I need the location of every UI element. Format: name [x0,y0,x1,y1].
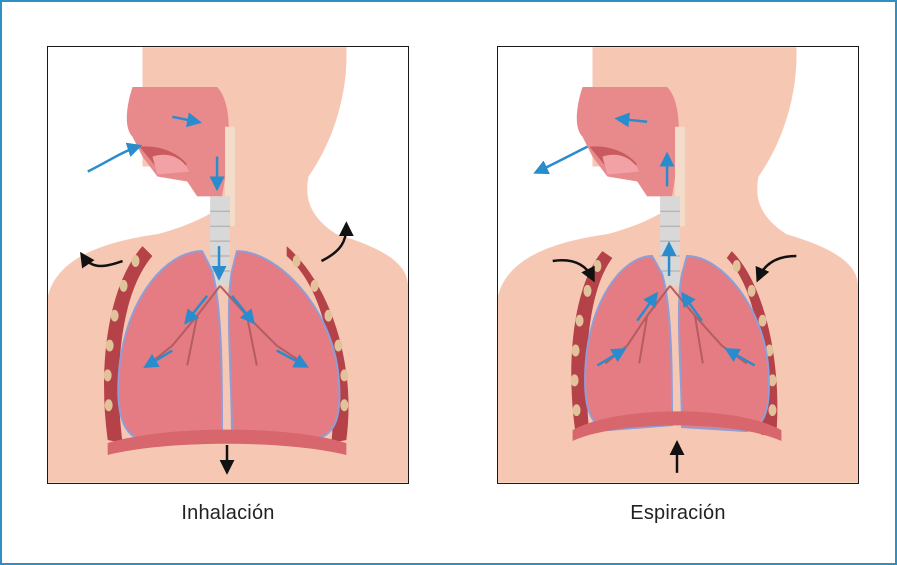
exhalation-label: Espiración [497,502,859,525]
inhalation-panel [47,46,409,484]
exhalation-illustration [498,47,858,483]
nasal-cavity [127,87,229,196]
nasal-cavity [577,87,679,196]
inhalation-label: Inhalación [47,502,409,525]
inhalation-illustration [48,47,408,483]
exhalation-panel [497,46,859,484]
